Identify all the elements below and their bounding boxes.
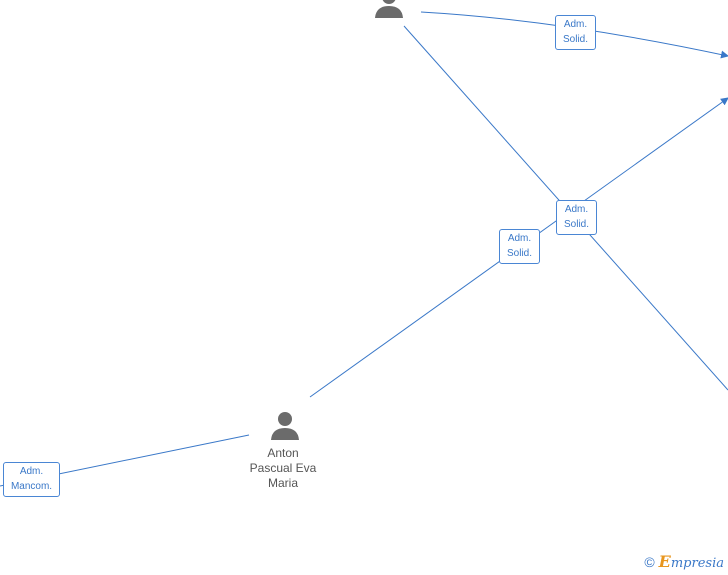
role-badge-center-cross: Adm. Solid.: [556, 200, 597, 235]
person-icon[interactable]: [270, 410, 300, 440]
role-badge-top-right: Adm. Solid.: [555, 15, 596, 50]
person-icon[interactable]: [374, 0, 404, 18]
role-badge-bottom-left: Adm. Mancom.: [3, 462, 60, 497]
brand-watermark: © Empresia: [644, 552, 724, 571]
brand-logo: Empresia: [658, 552, 724, 571]
copyright-icon: ©: [644, 553, 655, 570]
role-badge-center-left: Adm. Solid.: [499, 229, 540, 264]
person-name-anton[interactable]: Anton Pascual Eva Maria: [249, 446, 317, 490]
